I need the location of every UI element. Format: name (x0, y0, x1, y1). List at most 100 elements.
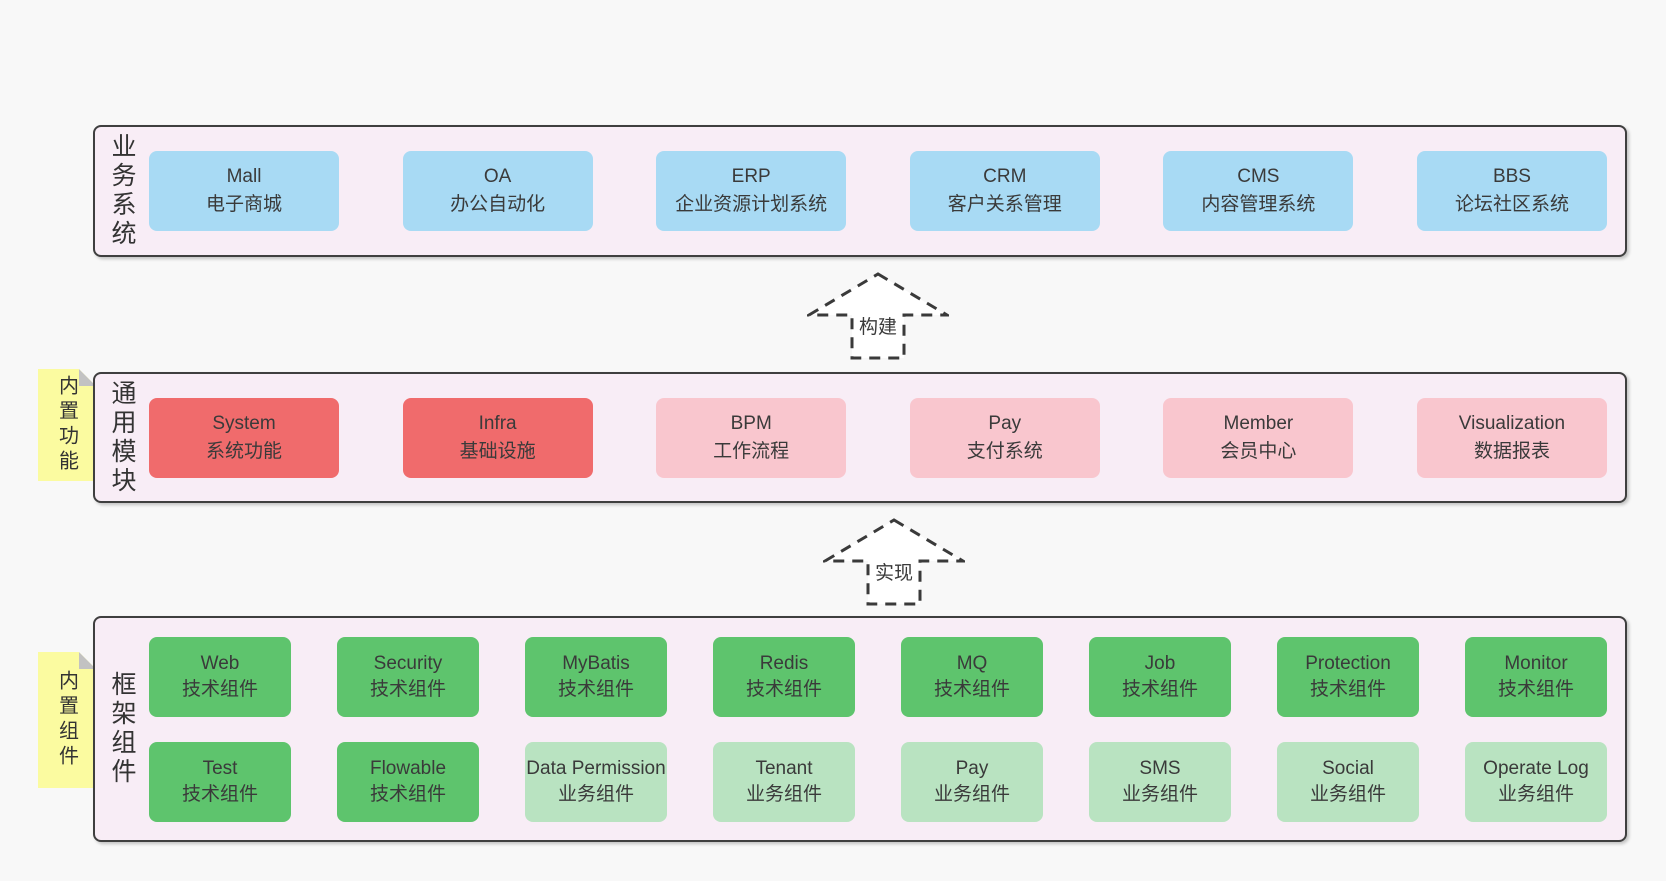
box-title: Test (202, 757, 238, 779)
box-web: Web 技术组件 (149, 636, 291, 717)
box-mq: MQ 技术组件 (901, 636, 1043, 717)
box-title: Pay (955, 757, 989, 779)
box-monitor: Monitor 技术组件 (1465, 636, 1607, 717)
box-subtitle: 业务组件 (1497, 783, 1574, 805)
box-subtitle: 会员中心 (1220, 440, 1297, 462)
note-text: 内置功能 (55, 375, 78, 475)
box-bpm: BPM 工作流程 (656, 397, 847, 478)
box-title: Job (1144, 652, 1176, 674)
box-visualization: Visualization 数据报表 (1416, 397, 1607, 478)
box-subtitle: 业务组件 (933, 783, 1010, 805)
box-protection: Protection 技术组件 (1277, 636, 1419, 717)
box-title: Mall (226, 166, 262, 187)
box-subtitle: 技术组件 (933, 678, 1010, 700)
box-test: Test 技术组件 (149, 741, 291, 822)
box-data-permission: Data Permission 业务组件 (525, 741, 667, 822)
build-arrow-label: 构建 (855, 312, 901, 339)
box-title: Social (1322, 757, 1374, 779)
box-redis: Redis 技术组件 (713, 636, 855, 717)
box-erp: ERP 企业资源计划系统 (656, 151, 847, 231)
box-title: Flowable (369, 757, 447, 779)
build-arrow: 构建 (807, 272, 949, 360)
box-bbs: BBS 论坛社区系统 (1416, 151, 1607, 231)
box-subtitle: 支付系统 (966, 440, 1043, 462)
note-built-in-components: 内置组件 (38, 652, 96, 788)
box-social: Social 业务组件 (1277, 741, 1419, 822)
box-title: Data Permission (526, 757, 666, 779)
box-subtitle: 技术组件 (745, 678, 822, 700)
box-subtitle: 业务组件 (1121, 783, 1198, 805)
box-title: OA (483, 166, 512, 187)
box-member: Member 会员中心 (1163, 397, 1354, 478)
box-title: Operate Log (1483, 757, 1589, 779)
box-subtitle: 技术组件 (181, 783, 258, 805)
box-title: Tenant (755, 757, 813, 779)
box-title: BBS (1492, 166, 1531, 187)
box-system: System 系统功能 (149, 397, 339, 478)
box-subtitle: 企业资源计划系统 (675, 194, 828, 215)
box-title: ERP (731, 166, 771, 187)
box-subtitle: 工作流程 (713, 440, 790, 462)
box-subtitle: 系统功能 (205, 440, 282, 462)
box-subtitle: 技术组件 (369, 783, 446, 805)
box-subtitle: 论坛社区系统 (1454, 194, 1569, 215)
box-operate-log: Operate Log 业务组件 (1465, 741, 1607, 822)
box-title: Member (1223, 412, 1294, 434)
box-sms: SMS 业务组件 (1089, 741, 1231, 822)
box-row: System 系统功能 Infra 基础设施 BPM 工作流程 Pay 支付系统… (149, 397, 1607, 478)
box-subtitle: 办公自动化 (450, 194, 546, 215)
box-title: MQ (956, 652, 988, 674)
layer-business-systems: 业务系统 Mall 电子商城 OA 办公自动化 ERP 企业资源计划系统 CRM… (93, 125, 1627, 257)
layer-label-business-systems: 业务系统 (108, 133, 136, 249)
box-title: System (212, 412, 276, 434)
box-title: Web (200, 652, 240, 674)
box-title: Visualization (1458, 412, 1566, 434)
layer-label-framework-components: 框架组件 (108, 671, 136, 787)
box-row: Mall 电子商城 OA 办公自动化 ERP 企业资源计划系统 CRM 客户关系… (149, 151, 1607, 231)
implement-arrow-label: 实现 (871, 558, 917, 585)
box-subtitle: 数据报表 (1473, 440, 1550, 462)
box-title: Pay (988, 412, 1022, 434)
layer-framework-components: 框架组件 Web 技术组件 Security 技术组件 MyBatis 技术组件… (93, 616, 1627, 842)
box-title: Protection (1305, 652, 1391, 674)
box-title: Infra (478, 412, 517, 434)
box-oa: OA 办公自动化 (402, 151, 593, 231)
box-cms: CMS 内容管理系统 (1163, 151, 1354, 231)
box-subtitle: 技术组件 (1121, 678, 1198, 700)
box-subtitle: 技术组件 (181, 678, 258, 700)
box-subtitle: 业务组件 (745, 783, 822, 805)
box-title: BPM (730, 412, 772, 434)
box-subtitle: 技术组件 (369, 678, 446, 700)
box-tenant: Tenant 业务组件 (713, 741, 855, 822)
implement-arrow: 实现 (823, 518, 965, 606)
box-subtitle: 技术组件 (1497, 678, 1574, 700)
box-job: Job 技术组件 (1089, 636, 1231, 717)
box-crm: CRM 客户关系管理 (909, 151, 1100, 231)
note-built-in-features: 内置功能 (38, 369, 96, 481)
layer-rows: System 系统功能 Infra 基础设施 BPM 工作流程 Pay 支付系统… (149, 374, 1607, 501)
box-title: SMS (1139, 757, 1181, 779)
box-subtitle: 技术组件 (557, 678, 634, 700)
box-subtitle: 技术组件 (1309, 678, 1386, 700)
box-title: CMS (1237, 166, 1280, 187)
layer-rows: Mall 电子商城 OA 办公自动化 ERP 企业资源计划系统 CRM 客户关系… (149, 127, 1607, 255)
box-subtitle: 内容管理系统 (1201, 194, 1316, 215)
box-title: MyBatis (562, 652, 630, 674)
box-title: CRM (983, 166, 1027, 187)
box-mybatis: MyBatis 技术组件 (525, 636, 667, 717)
box-title: Security (373, 652, 443, 674)
box-subtitle: 电子商城 (205, 194, 282, 215)
box-subtitle: 基础设施 (459, 440, 536, 462)
layer-rows: Web 技术组件 Security 技术组件 MyBatis 技术组件 Redi… (149, 618, 1607, 840)
box-security: Security 技术组件 (337, 636, 479, 717)
box-flowable: Flowable 技术组件 (337, 741, 479, 822)
box-mall: Mall 电子商城 (149, 151, 339, 231)
box-subtitle: 业务组件 (1309, 783, 1386, 805)
box-title: Monitor (1504, 652, 1568, 674)
box-pay-component: Pay 业务组件 (901, 741, 1043, 822)
box-subtitle: 业务组件 (557, 783, 634, 805)
box-row: Web 技术组件 Security 技术组件 MyBatis 技术组件 Redi… (149, 636, 1607, 717)
box-title: Redis (759, 652, 809, 674)
box-subtitle: 客户关系管理 (947, 194, 1062, 215)
